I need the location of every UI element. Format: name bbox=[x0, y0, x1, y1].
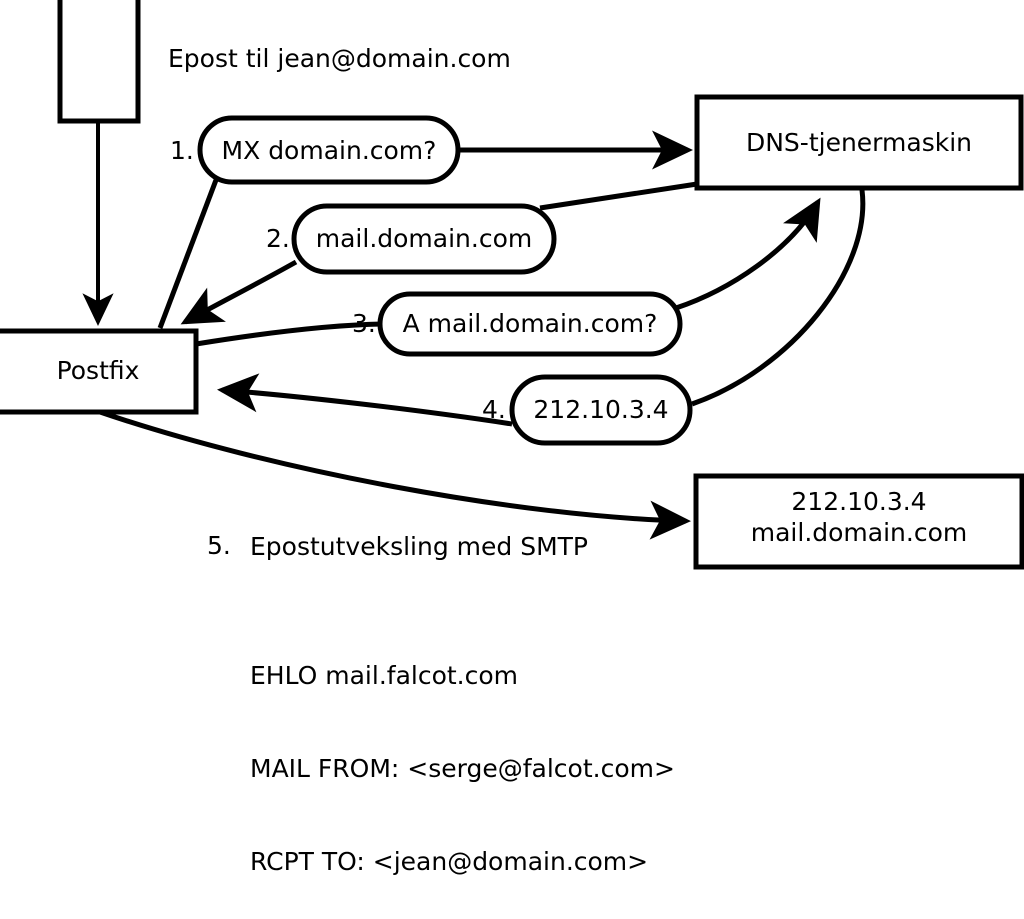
edge-step3-bubble-to-dns bbox=[675, 197, 821, 311]
page-title: Epost til jean@domain.com bbox=[168, 44, 511, 73]
step-4-number: 4. bbox=[482, 395, 506, 424]
bubble-step4[interactable] bbox=[509, 374, 693, 446]
edge-step5-postfix-to-mailserver bbox=[99, 409, 691, 540]
step-5-label: Epostutveksling med SMTP bbox=[250, 532, 589, 561]
node-postfix[interactable] bbox=[0, 328, 199, 415]
bubble-step2[interactable] bbox=[291, 203, 557, 275]
step-3-number: 3. bbox=[352, 309, 376, 338]
node-mail-server[interactable] bbox=[693, 473, 1024, 570]
edge-step1-postfix-to-bubble bbox=[157, 179, 219, 329]
smtp-line-mail-from: MAIL FROM: <serge@falcot.com> bbox=[250, 754, 675, 783]
step-5-number: 5. bbox=[207, 531, 231, 560]
edge-step2-bubble-to-postfix bbox=[180, 259, 298, 325]
edge-step3-postfix-to-bubble bbox=[195, 321, 383, 347]
edge-step4-bubble-to-postfix bbox=[217, 373, 513, 427]
smtp-line-ehlo: EHLO mail.falcot.com bbox=[250, 661, 519, 690]
smtp-transcript: EHLO mail.falcot.com MAIL FROM: <serge@f… bbox=[250, 598, 675, 919]
node-dns-server[interactable] bbox=[694, 94, 1024, 191]
edge-step4-dns-to-bubble bbox=[691, 189, 866, 407]
edge-step2-dns-to-bubble bbox=[539, 181, 698, 211]
step-2-number: 2. bbox=[266, 224, 290, 253]
smtp-line-rcpt-to: RCPT TO: <jean@domain.com> bbox=[250, 847, 649, 876]
bubble-step1[interactable] bbox=[197, 115, 461, 185]
bubble-step3[interactable] bbox=[377, 291, 683, 357]
step-1-number: 1. bbox=[170, 136, 194, 165]
node-mail-client[interactable] bbox=[57, 0, 141, 124]
